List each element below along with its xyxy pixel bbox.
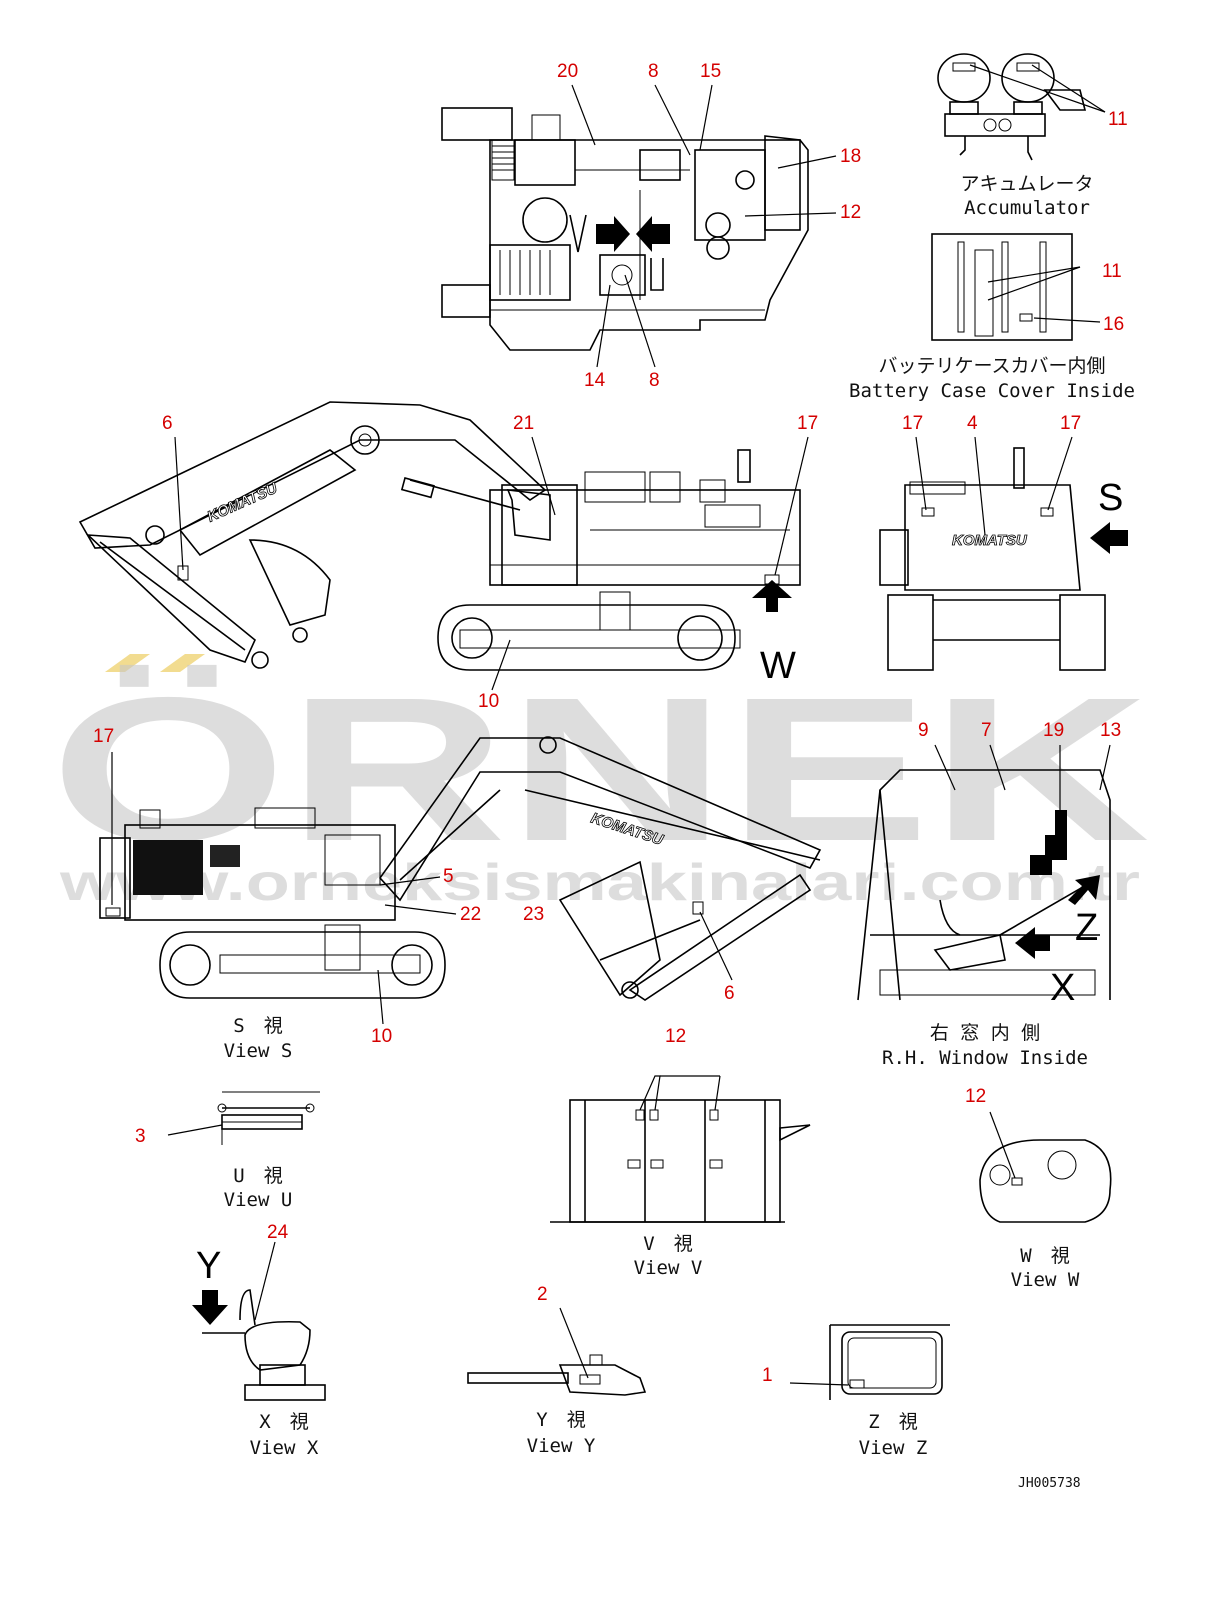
caption-accumulator-jp: アキュムレータ [960, 173, 1093, 195]
view-letter-w: W [760, 645, 796, 687]
caption-view-y-en: View Y [527, 1435, 596, 1457]
caption-view-v-en: View V [634, 1257, 703, 1279]
callout-9: 9 [918, 720, 929, 741]
callout-1: 1 [762, 1365, 773, 1386]
drawing-code: JH005738 [1018, 1476, 1081, 1491]
callout-8: 8 [649, 370, 660, 391]
rh-window-callouts: 9 7 19 13 [918, 720, 1121, 835]
view-v-drawing [550, 1075, 811, 1223]
callout-18: 18 [840, 146, 861, 167]
view-u-drawing [167, 1091, 320, 1145]
callout-12: 12 [965, 1086, 986, 1107]
caption-view-x-en: View X [250, 1437, 319, 1459]
callout-19: 19 [1043, 720, 1064, 741]
callout-12: 12 [665, 1026, 686, 1047]
view-x-drawing [192, 1241, 326, 1401]
view-letter-x: X [1050, 967, 1075, 1009]
callout-11: 11 [1102, 261, 1122, 282]
arrow-left-icon [1090, 522, 1128, 554]
side-view-callouts: 6 21 17 10 [162, 413, 818, 712]
side-view-drawing: KOMATSU [78, 401, 801, 671]
accumulator-drawing [937, 53, 1106, 161]
rh-window-drawing [857, 769, 1111, 1001]
callout-10: 10 [478, 691, 499, 712]
arrow-icon [1068, 875, 1100, 905]
caption-rh-window-jp: 右 窓 内 側 [930, 1022, 1040, 1044]
caption-view-w-en: View W [1011, 1269, 1080, 1291]
view-y-drawing [467, 1307, 647, 1396]
callout-17: 17 [797, 413, 818, 434]
view-w-drawing [979, 1111, 1112, 1223]
callout-16: 16 [1103, 314, 1124, 335]
arrow-left-icon [636, 216, 670, 252]
caption-view-z-en: View Z [859, 1437, 928, 1459]
caption-battery-en: Battery Case Cover Inside [849, 380, 1135, 402]
callout-8: 8 [648, 61, 659, 82]
callout-3: 3 [135, 1126, 146, 1147]
callout-13: 13 [1100, 720, 1121, 741]
callout-17: 17 [93, 726, 114, 747]
arrow-down-icon [192, 1290, 228, 1325]
callout-14: 14 [584, 370, 606, 391]
callout-6: 6 [724, 983, 735, 1004]
battery-cover-drawing [931, 233, 1101, 341]
view-letter-y: Y [196, 1245, 221, 1287]
brand-logo: KOMATSU [205, 479, 281, 525]
callout-11: 11 [1108, 109, 1128, 130]
caption-rh-window-en: R.H. Window Inside [882, 1047, 1088, 1069]
caption-view-x-jp: X 視 [259, 1411, 308, 1433]
watermark: ÖRNEK www.orneksismakinalari.com.tr [50, 654, 1150, 912]
rear-view-callouts: 17 4 17 [902, 413, 1081, 536]
watermark-accent [105, 654, 150, 672]
caption-view-s-jp: S 視 [233, 1015, 282, 1037]
caption-battery-jp: バッテリケースカバー内側 [878, 355, 1105, 377]
watermark-accent [160, 654, 205, 672]
view-letter-z: Z [1075, 907, 1098, 949]
grille [133, 840, 203, 895]
top-view-drawing [441, 107, 809, 351]
brand-logo: KOMATSU [952, 532, 1028, 549]
caption-accumulator-en: Accumulator [964, 197, 1090, 219]
caption-view-y-jp: Y 視 [536, 1409, 585, 1431]
callout-12: 12 [840, 202, 861, 223]
callout-7: 7 [981, 720, 992, 741]
rear-view-drawing: KOMATSU [879, 447, 1128, 671]
arrow-right-icon [596, 216, 630, 252]
arrow-up-icon [752, 580, 792, 612]
caption-view-u-en: View U [224, 1189, 293, 1211]
callout-4: 4 [967, 413, 978, 434]
caption-view-w-jp: W 視 [1020, 1245, 1069, 1267]
view-letter-s: S [1098, 477, 1123, 519]
callout-15: 15 [700, 61, 721, 82]
top-view-callouts: 20 8 15 18 12 14 8 [557, 61, 861, 391]
grille [210, 845, 240, 867]
callout-17: 17 [902, 413, 923, 434]
callout-5: 5 [443, 866, 454, 887]
caption-view-u-jp: U 視 [233, 1165, 282, 1187]
callout-6: 6 [162, 413, 173, 434]
label-block [1055, 810, 1067, 845]
caption-view-z-jp: Z 視 [868, 1411, 917, 1433]
caption-view-s-en: View S [224, 1040, 293, 1062]
callout-24: 24 [267, 1222, 289, 1243]
callout-10: 10 [371, 1026, 392, 1047]
callout-2: 2 [537, 1284, 548, 1305]
caption-view-v-jp: V 視 [643, 1233, 692, 1255]
callout-23: 23 [523, 904, 544, 925]
callout-20: 20 [557, 61, 578, 82]
view-s-callouts: 17 5 22 23 6 10 [93, 726, 735, 1047]
view-z-drawing [789, 1324, 950, 1400]
callout-17: 17 [1060, 413, 1081, 434]
arrow-left-icon [1015, 927, 1050, 959]
callout-22: 22 [460, 904, 481, 925]
callout-21: 21 [513, 413, 534, 434]
